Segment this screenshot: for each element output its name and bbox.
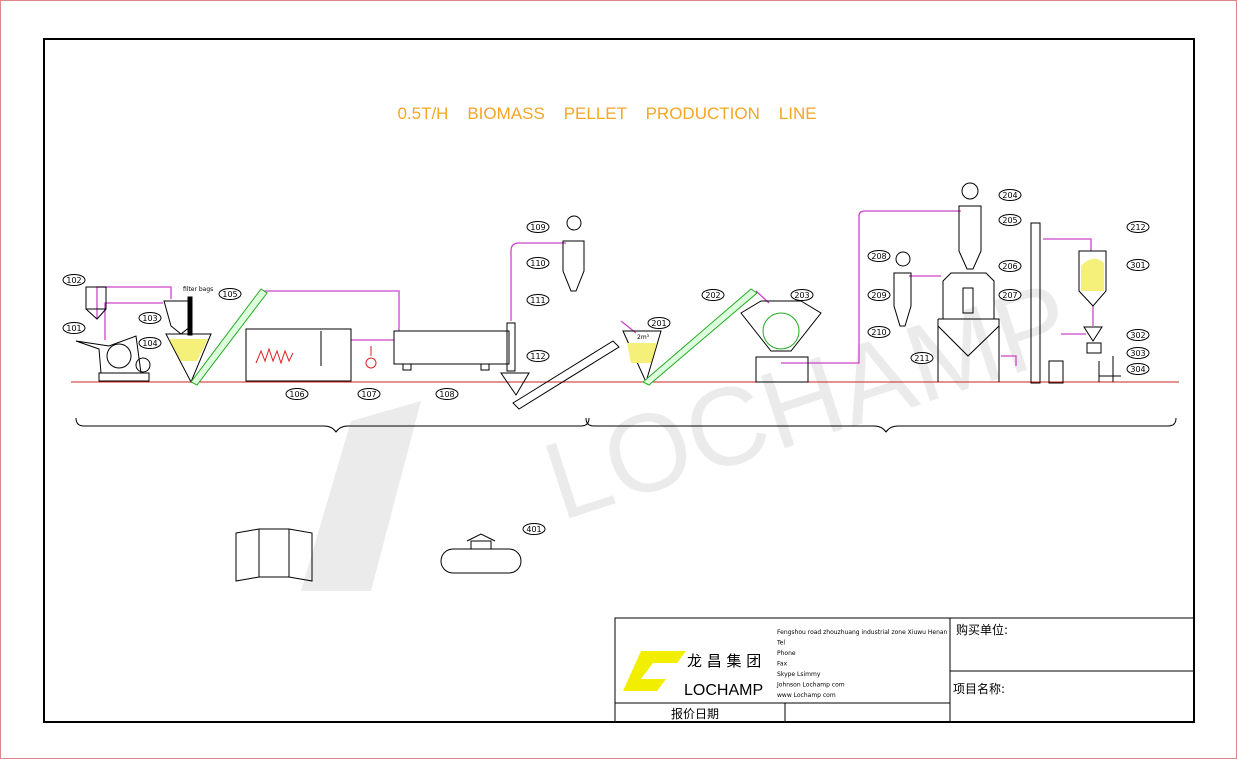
equipment-label-301: 301 — [1130, 261, 1145, 270]
section-brace-2 — [585, 417, 1177, 433]
equipment-label-304: 304 — [1130, 365, 1145, 374]
equipment-label-303: 303 — [1130, 349, 1145, 358]
filter-bags-note: filter bags — [183, 286, 213, 293]
section-brace-1 — [75, 417, 590, 433]
label-bubble — [285, 388, 309, 400]
label-bubble — [1126, 329, 1150, 341]
label-bubble — [138, 337, 162, 349]
equipment-label-204: 204 — [1002, 191, 1017, 200]
contact-line: Skype Lsimmy — [777, 671, 821, 678]
label-bubble — [647, 317, 671, 329]
contact-line: Fengshou road zhouzhuang industrial zone… — [777, 629, 948, 636]
equipment-label-208: 208 — [871, 252, 886, 261]
label-bubble — [998, 214, 1022, 226]
equipment-label-102: 102 — [66, 276, 81, 285]
buyer-label: 购买单位: — [956, 622, 1008, 637]
equipment-label-302: 302 — [1130, 331, 1145, 340]
equipment-label-111: 111 — [530, 296, 545, 305]
label-bubble — [1126, 363, 1150, 375]
label-bubble — [910, 352, 934, 364]
equipment-label-212: 212 — [1130, 223, 1145, 232]
label-bubble — [998, 289, 1022, 301]
equipment-label-401: 401 — [526, 525, 541, 534]
equipment-label-205: 205 — [1002, 216, 1017, 225]
equipment-label-107: 107 — [361, 390, 376, 399]
equipment-label-106: 106 — [289, 390, 304, 399]
equipment-label-207: 207 — [1002, 291, 1017, 300]
company-name-en: LOCHAMP — [684, 682, 763, 699]
label-bubble — [998, 260, 1022, 272]
equipment-label-101: 101 — [66, 324, 81, 333]
label-bubble — [435, 388, 459, 400]
contact-info: Fengshou road zhouzhuang industrial zone… — [776, 629, 948, 699]
equipment-label-103: 103 — [142, 314, 157, 323]
label-bubble — [526, 221, 550, 233]
contact-line: www Lochamp com — [777, 692, 836, 699]
label-bubble — [867, 326, 891, 338]
equipment-label-203: 203 — [794, 291, 809, 300]
project-name-label: 项目名称: — [953, 681, 1005, 696]
equipment-label-202: 202 — [705, 291, 720, 300]
equipment-label-112: 112 — [530, 352, 545, 361]
label-bubble — [1126, 259, 1150, 271]
equipment-label-110: 110 — [530, 259, 545, 268]
equipment-label-209: 209 — [871, 291, 886, 300]
label-bubble — [790, 289, 814, 301]
label-bubble — [526, 294, 550, 306]
page-title: 0.5T/H BIOMASS PELLET PRODUCTION LINE — [397, 104, 816, 123]
label-bubble — [357, 388, 381, 400]
equipment-label-108: 108 — [439, 390, 454, 399]
label-bubble — [138, 312, 162, 324]
company-logo — [623, 651, 686, 691]
label-bubble — [867, 289, 891, 301]
label-bubble — [1126, 221, 1150, 233]
label-bubble — [867, 250, 891, 262]
contact-line: Fax — [777, 661, 788, 668]
label-bubble — [62, 322, 86, 334]
label-bubble — [998, 189, 1022, 201]
label-bubble — [1126, 347, 1150, 359]
contact-line: Phone — [777, 650, 796, 657]
equipment-label-206: 206 — [1002, 262, 1017, 271]
company-name-cn: 龙 昌 集 团 — [687, 652, 761, 670]
crusher-section — [75, 182, 1121, 582]
watermark-logo: LOCHAMP — [301, 259, 1086, 591]
equipment-label-210: 210 — [871, 328, 886, 337]
contact-line: Johnson Lochamp com — [776, 682, 845, 689]
quote-date-label: 报价日期 — [671, 706, 719, 721]
label-bubble — [522, 523, 546, 535]
label-bubble — [526, 350, 550, 362]
title-block — [614, 617, 1195, 723]
equipment-label-109: 109 — [530, 223, 545, 232]
equipment-label-211: 211 — [914, 354, 929, 363]
label-bubble — [62, 274, 86, 286]
equipment-label-104: 104 — [142, 339, 157, 348]
contact-line: Tel — [776, 640, 785, 647]
watermark-text: LOCHAMP — [530, 259, 1085, 544]
pipes — [96, 210, 1094, 366]
label-bubble — [526, 257, 550, 269]
label-bubble — [218, 288, 242, 300]
equipment-label-201: 201 — [651, 319, 666, 328]
equipment-label-105: 105 — [222, 290, 237, 299]
label-bubble — [701, 289, 725, 301]
bin-volume-note: 2m³ — [637, 334, 650, 341]
